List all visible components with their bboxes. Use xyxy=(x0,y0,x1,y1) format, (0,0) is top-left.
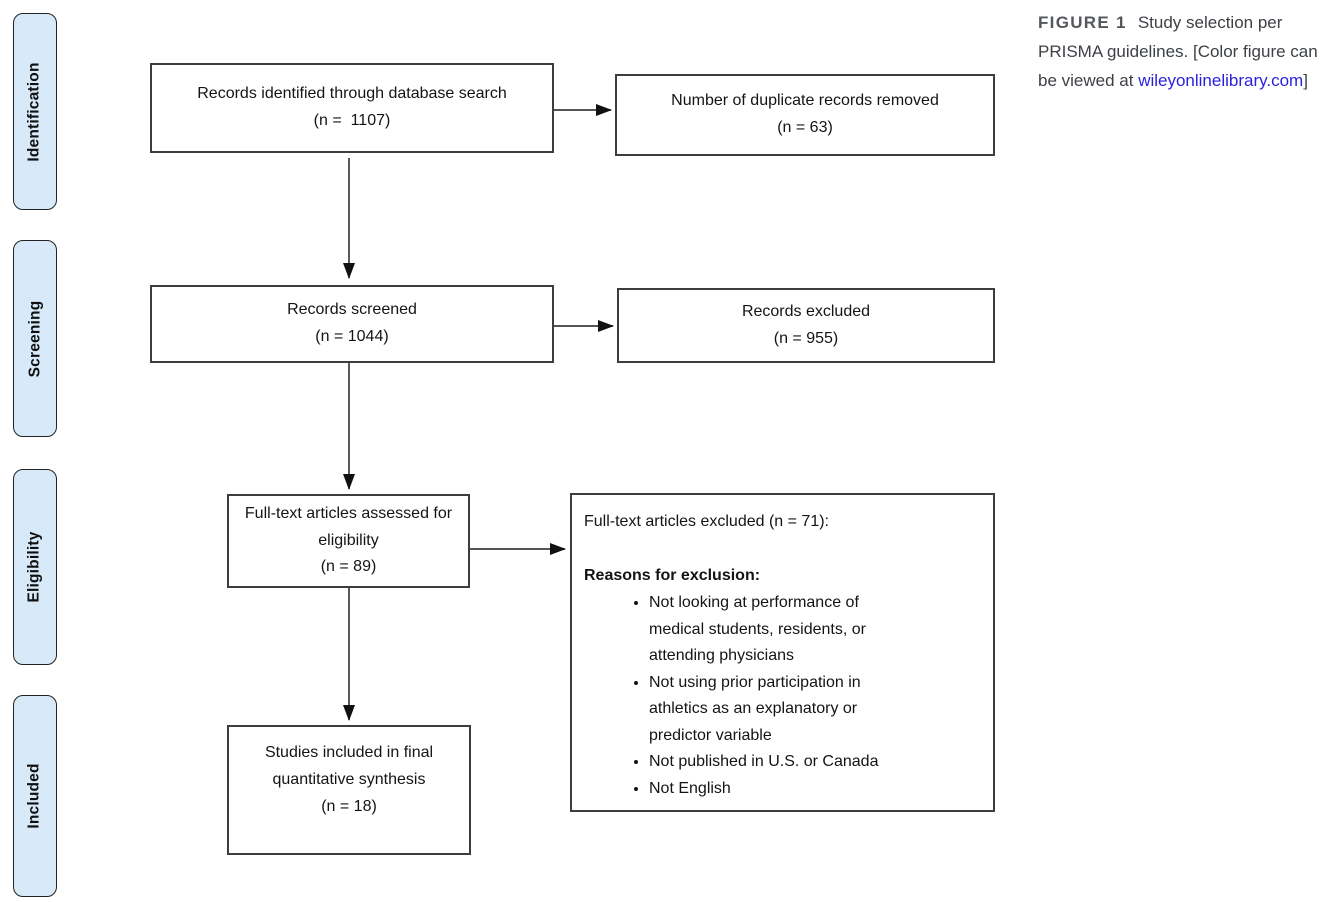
box-fulltext-assessed: Full-text articles assessed for eligibil… xyxy=(227,494,470,588)
stage-included: Included xyxy=(13,695,57,897)
box-records-excluded-label: Records excluded xyxy=(741,302,871,320)
stage-included-label: Included xyxy=(26,763,44,829)
exclusion-reason-item: Not English xyxy=(649,776,901,803)
reasons-for-exclusion-heading: Reasons for exclusion: xyxy=(584,566,761,584)
box-records-screened-count: (n = 1044) xyxy=(315,328,389,345)
exclusion-reason-list: Not looking at performance of medical st… xyxy=(584,590,901,802)
box-duplicates-removed-label: Number of duplicate records removed xyxy=(671,92,939,110)
caption-text-suffix: ] xyxy=(1303,71,1308,91)
box-records-excluded: Records excluded (n = 955) xyxy=(617,288,995,363)
stage-eligibility: Eligibility xyxy=(13,469,57,665)
caption-text: Study selection per PRISMA guidelines. [… xyxy=(1038,13,1318,91)
figure-label: FIGURE 1 xyxy=(1038,13,1127,32)
box-studies-included-count: (n = 18) xyxy=(321,797,377,815)
stage-identification-label: Identification xyxy=(26,61,43,162)
box-records-screened-label: Records screened xyxy=(287,301,417,319)
box-fulltext-assessed-label: Full-text articles assessed for eligibil… xyxy=(244,504,453,549)
box-records-identified: Records identified through database sear… xyxy=(150,63,554,153)
box-records-identified-count: (n = 1107) xyxy=(313,112,391,129)
caption-link[interactable]: wileyonlinelibrary.com xyxy=(1138,71,1304,91)
box-records-identified-label: Records identified through database sear… xyxy=(197,85,507,103)
box-duplicates-removed-count: (n = 63) xyxy=(777,119,833,136)
box-fulltext-assessed-count: (n = 89) xyxy=(320,558,377,576)
box-fulltext-excluded: Full-text articles excluded (n = 71): Re… xyxy=(570,493,995,812)
stage-identification: Identification xyxy=(13,13,57,210)
box-fulltext-excluded-title: Full-text articles excluded (n = 71): xyxy=(584,513,829,530)
exclusion-reason-item: Not using prior participation in athleti… xyxy=(649,670,901,750)
stage-screening-label: Screening xyxy=(26,300,43,377)
box-records-screened: Records screened (n = 1044) xyxy=(150,285,554,363)
box-studies-included: Studies included in final quantitative s… xyxy=(227,725,471,855)
box-records-excluded-count: (n = 955) xyxy=(773,329,839,347)
exclusion-reason-item: Not published in U.S. or Canada xyxy=(649,749,901,776)
box-duplicates-removed: Number of duplicate records removed (n =… xyxy=(615,74,995,156)
box-studies-included-label: Studies included in final quantitative s… xyxy=(264,744,434,788)
exclusion-reason-item: Not looking at performance of medical st… xyxy=(649,590,901,670)
stage-eligibility-label: Eligibility xyxy=(26,531,44,603)
stage-screening: Screening xyxy=(13,240,57,437)
